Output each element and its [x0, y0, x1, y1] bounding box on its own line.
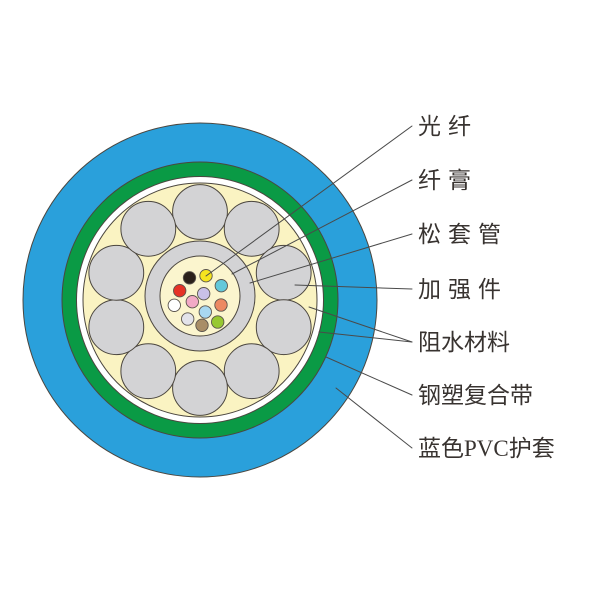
strength-member-rod	[172, 360, 228, 416]
strength-member-rod	[255, 299, 312, 356]
optical-fibers	[167, 269, 228, 332]
fiber-dot-orange	[214, 298, 228, 312]
leader-lines	[205, 125, 413, 449]
part-labels: 光纤 纤膏 松套管 加强件 阻水材料 钢塑复合带 蓝色PVC护套	[418, 114, 555, 461]
leader-line-optical-fiber	[205, 125, 413, 277]
leader-line-steel-plastic-tape	[325, 356, 413, 396]
strength-member-rod	[88, 244, 145, 301]
strength-member-rod	[223, 343, 280, 400]
fiber-dot-black	[182, 271, 197, 285]
leader-line-loose-tube	[249, 233, 413, 284]
strength-member-rods	[88, 184, 312, 416]
strength-member-rod	[88, 299, 145, 356]
fiber-dot-aqua	[214, 279, 228, 293]
label-optical-fiber: 光纤	[418, 114, 478, 139]
label-fiber-gel: 纤膏	[418, 168, 478, 193]
strength-member-rod	[120, 200, 177, 257]
label-loose-tube: 松套管	[418, 222, 508, 247]
strength-member-rod	[223, 200, 280, 257]
fiber-dot-slate	[181, 312, 195, 326]
leader-line-fiber-gel	[231, 179, 413, 275]
leader-line-water-blocking-filler	[308, 306, 413, 343]
fiber-dot-red	[173, 284, 187, 298]
strength-member-rod	[172, 184, 228, 240]
fiber-dot-rose	[185, 295, 199, 309]
label-blue-pvc-jacket: 蓝色PVC护套	[418, 436, 555, 461]
label-water-blocking: 阻水材料	[418, 330, 510, 355]
leader-line-water-blocking-tape	[318, 331, 413, 343]
fiber-dot-violet	[197, 287, 211, 301]
fiber-dot-white	[167, 298, 181, 312]
leader-line-strength-member	[294, 284, 413, 290]
fiber-dot-brown	[195, 318, 209, 332]
label-steel-plastic-tape: 钢塑复合带	[418, 383, 533, 408]
strength-member-rod	[120, 343, 177, 400]
label-strength-member: 加强件	[418, 277, 508, 302]
leader-line-pvc-jacket	[335, 387, 413, 449]
fiber-dot-olive	[211, 315, 225, 329]
fiber-dot-blue	[198, 305, 212, 319]
